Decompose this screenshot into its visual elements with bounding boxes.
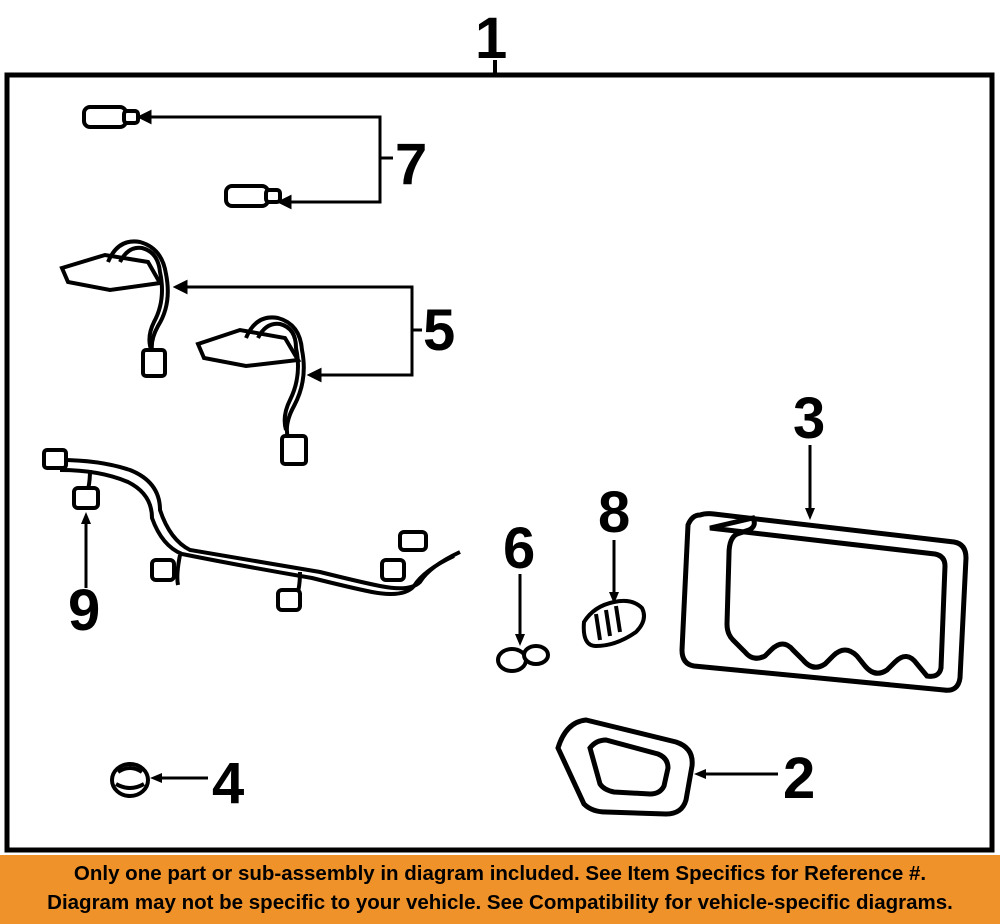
disclaimer-line-2: Diagram may not be specific to your vehi… bbox=[47, 891, 953, 914]
parts-diagram: 1 7 5 3 8 6 9 2 4 bbox=[4, 6, 995, 853]
callout-9: 9 bbox=[68, 578, 100, 643]
callout-4: 4 bbox=[212, 751, 244, 816]
callout-8: 8 bbox=[598, 480, 630, 545]
part-5-socket-right bbox=[195, 315, 308, 466]
disclaimer-banner: Only one part or sub-assembly in diagram… bbox=[0, 855, 1000, 924]
callout-6: 6 bbox=[503, 516, 535, 581]
part-6-bulb bbox=[496, 644, 550, 673]
part-3-leader bbox=[805, 445, 815, 520]
callout-1: 1 bbox=[475, 6, 507, 71]
part-8-socket bbox=[581, 598, 646, 649]
part-5-leader bbox=[172, 279, 422, 383]
part-5-socket-left bbox=[59, 239, 170, 378]
disclaimer-line-1: Only one part or sub-assembly in diagram… bbox=[73, 862, 927, 885]
callout-5: 5 bbox=[423, 298, 455, 363]
part-9-wiring-harness bbox=[42, 448, 461, 612]
callout-3: 3 bbox=[793, 386, 825, 451]
part-4-clip bbox=[110, 762, 150, 798]
part-6-leader bbox=[515, 574, 525, 646]
part-9-leader bbox=[81, 512, 91, 588]
part-7-bulbs bbox=[82, 105, 282, 208]
part-2-gasket bbox=[555, 717, 695, 817]
part-7-leader bbox=[136, 109, 393, 210]
part-4-leader bbox=[150, 773, 208, 783]
part-8-leader bbox=[609, 540, 619, 604]
part-3-frame bbox=[679, 511, 969, 693]
part-2-leader bbox=[694, 769, 778, 779]
assembly-frame bbox=[4, 72, 995, 853]
callout-7: 7 bbox=[395, 132, 427, 197]
callout-2: 2 bbox=[783, 746, 815, 811]
